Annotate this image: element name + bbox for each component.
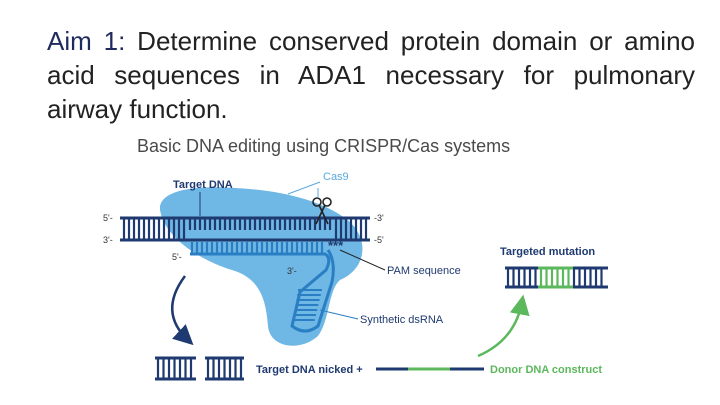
aim-label: Aim 1: <box>47 26 126 56</box>
label-target-dna: Target DNA <box>173 179 233 191</box>
end-top-left: 5'- <box>103 213 113 223</box>
mutated-dna <box>505 266 608 289</box>
aim-statement: Aim 1: Determine conserved protein domai… <box>47 24 695 126</box>
arrow-to-nicked <box>171 275 194 346</box>
end-bottom-right: -5' <box>374 235 384 245</box>
target-dna <box>120 216 370 242</box>
label-cas9: Cas9 <box>323 171 349 183</box>
label-pam-sequence: PAM sequence <box>387 265 461 277</box>
label-donor-dna-construct: Donor DNA construct <box>490 364 602 376</box>
end-bottom-left: 3'- <box>103 235 113 245</box>
label-targeted-mutation: Targeted mutation <box>500 246 595 258</box>
pam-marks: *** <box>328 238 344 253</box>
aim-text: Determine conserved protein domain or am… <box>47 26 695 124</box>
rna-base-pairs <box>190 242 324 321</box>
end-guide-3: 3'- <box>287 266 297 276</box>
end-guide-5: 5'- <box>172 252 182 262</box>
label-target-dna-nicked: Target DNA nicked + <box>256 364 363 376</box>
arrow-to-mutation <box>477 294 530 358</box>
guide-rna <box>190 242 335 333</box>
nicked-dna <box>155 356 244 381</box>
diagram-title: Basic DNA editing using CRISPR/Cas syste… <box>137 136 510 156</box>
dna-base-pairs <box>122 219 368 239</box>
scissors-icon <box>312 197 332 225</box>
label-synthetic-dsrna: Synthetic dsRNA <box>360 314 444 326</box>
end-top-right: -3' <box>374 213 384 223</box>
